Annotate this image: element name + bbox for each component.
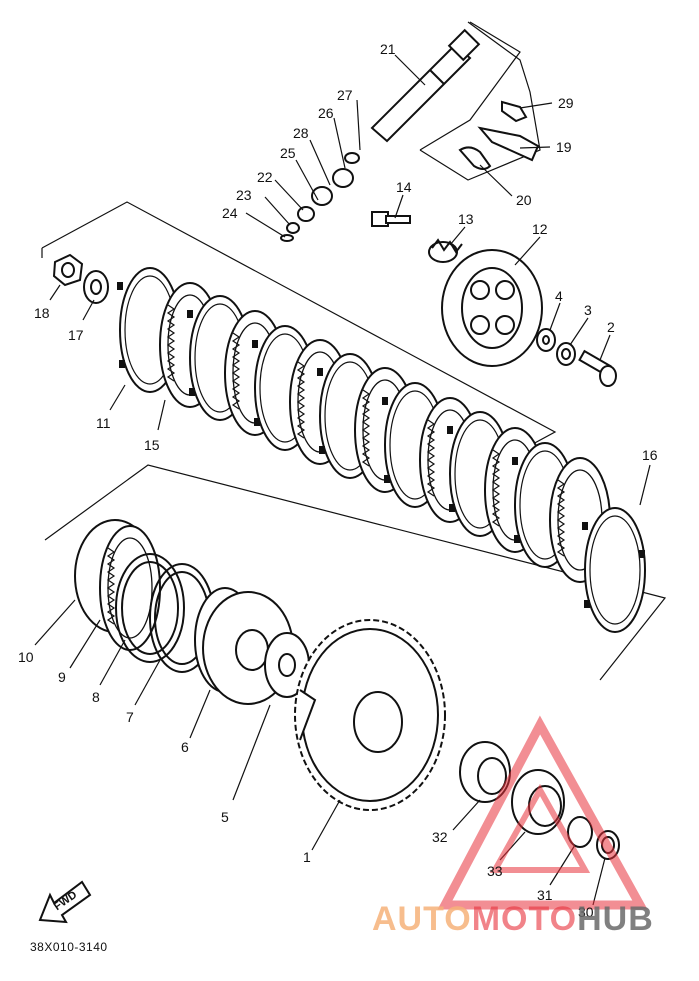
bolt-2 <box>578 349 617 387</box>
callout-29: 29 <box>558 95 574 111</box>
callout-7: 7 <box>126 709 134 725</box>
bearing-3 <box>556 342 576 366</box>
callout-9: 9 <box>58 669 66 685</box>
callout-10: 10 <box>18 649 34 665</box>
watermark-part-auto: AUTO <box>372 900 472 938</box>
nut-18 <box>52 253 84 287</box>
group-frame-lower <box>44 21 667 681</box>
callout-17: 17 <box>68 327 84 343</box>
pushrod-small-parts <box>280 152 360 242</box>
group-frame-pushrod <box>419 21 541 181</box>
collar-31 <box>567 816 593 848</box>
spring-13 <box>428 238 463 263</box>
watermark-part-hub: HUB <box>577 900 654 938</box>
watermark-logo-icon <box>437 715 648 910</box>
callout-23: 23 <box>236 187 252 203</box>
lock-washer-17 <box>83 270 109 304</box>
callout-32: 32 <box>432 829 448 845</box>
callout-28: 28 <box>293 125 309 141</box>
callout-11: 11 <box>96 415 111 431</box>
callout-12: 12 <box>532 221 548 237</box>
callout-5: 5 <box>221 809 229 825</box>
washer-4 <box>536 328 556 352</box>
callout-1: 1 <box>303 849 311 865</box>
watermark-part-moto: MOTO <box>471 900 578 938</box>
bearing-32 <box>459 741 511 803</box>
callout-6: 6 <box>181 739 189 755</box>
callout-33: 33 <box>487 863 503 879</box>
callout-13: 13 <box>458 211 474 227</box>
callout-30: 30 <box>578 904 594 920</box>
release-lever-parts <box>458 100 540 170</box>
callout-25: 25 <box>280 145 296 161</box>
callout-3: 3 <box>584 302 592 318</box>
push-rod <box>370 28 481 143</box>
callout-18: 18 <box>34 305 50 321</box>
thrust-washer-5 <box>264 632 310 698</box>
callout-2: 2 <box>607 319 615 335</box>
callout-21: 21 <box>380 41 396 57</box>
callout-26: 26 <box>318 105 334 121</box>
clutch-housing <box>294 619 446 811</box>
callout-15: 15 <box>144 437 160 453</box>
callout-24: 24 <box>222 205 238 221</box>
callout-27: 27 <box>337 87 353 103</box>
callout-20: 20 <box>516 192 532 208</box>
callout-16: 16 <box>642 447 658 463</box>
fwd-arrow-icon <box>38 880 92 924</box>
callout-31: 31 <box>537 887 553 903</box>
ring-8 <box>115 553 185 663</box>
watermark-text: AUTOMOTOHUB <box>372 900 654 939</box>
diagram-code: 38X010-3140 <box>30 940 108 954</box>
callout-14: 14 <box>396 179 412 195</box>
callout-22: 22 <box>257 169 273 185</box>
pressure-plate <box>441 249 543 367</box>
callout-4: 4 <box>555 288 563 304</box>
bolt-14 <box>371 211 411 227</box>
callout-8: 8 <box>92 689 100 705</box>
callout-19: 19 <box>556 139 572 155</box>
